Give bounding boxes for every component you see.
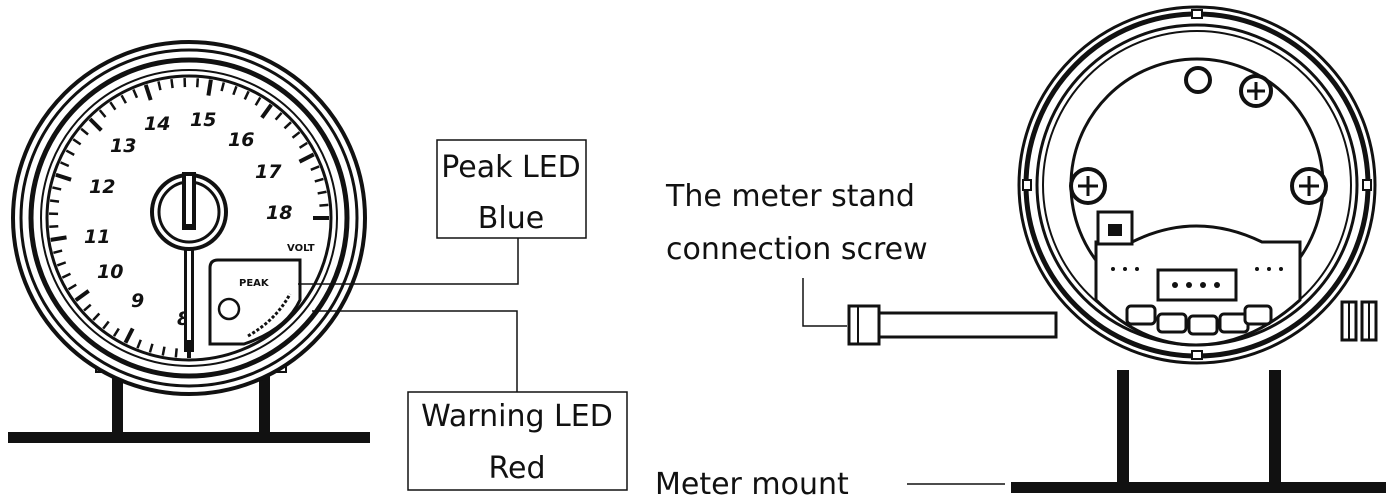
rear-top-fittings [1184,66,1273,108]
dial-tick [88,117,103,132]
dial-number-18: 18 [266,202,292,224]
dial-tick [120,94,127,104]
dial-tick [174,348,178,358]
rear-right-screw [1290,167,1328,205]
dial-tick [49,224,59,229]
gauge-dial-numbers: 8 9 10 11 12 13 14 15 16 17 18 [84,109,292,330]
dial-tick [55,172,72,182]
gauge-rear-view [1011,5,1386,493]
callout-warning-led-line2: Red [489,451,546,486]
callout-meter-mount-label: Meter mount [655,467,849,498]
rear-left-screw [1069,167,1107,205]
dial-tick [232,85,238,96]
callout-meter-mount: Meter mount [655,467,1005,498]
dial-tick [170,78,174,89]
callout-peak-led-leader [298,238,519,285]
dial-number-14: 14 [144,113,170,135]
dial-number-15: 15 [190,109,216,131]
dial-tick [157,81,162,91]
dial-number-16: 16 [228,129,254,151]
dial-tick [274,112,283,121]
callout-peak-led-line2: Blue [478,201,544,236]
dial-tick [50,235,67,242]
dial-tick [98,109,107,118]
dial-tick [298,141,308,149]
gauge-unit-label: VOLT [287,243,315,254]
dial-tick [148,343,154,353]
gauge-led-panel: PEAK [208,258,302,346]
dial-tick [80,127,89,136]
gauge-front-view: 8 9 10 11 12 13 14 15 16 17 18 VOLT PEAK [8,40,370,443]
dial-tick [72,138,82,146]
dial-tick [220,82,226,92]
dial-tick [61,272,71,279]
gauge-dial-ticks [49,78,329,358]
gauge-rear-stand [1011,370,1386,493]
warning-led-indicator [217,297,241,321]
dial-tick [291,131,301,139]
callout-peak-led: Peak LED Blue [298,139,587,285]
dial-number-13: 13 [110,135,136,157]
dial-tick [319,203,329,207]
dial-tick [143,84,153,101]
dial-tick [74,289,90,302]
callout-warning-led-leader [312,310,518,392]
callout-stand-screw-line1: The meter stand [665,179,915,214]
gauge-needle [150,172,228,352]
dial-tick [195,78,200,88]
dial-tick [161,346,166,356]
gauge-peak-label: PEAK [239,278,270,289]
callout-stand-screw-leader [802,278,847,327]
callout-stand-screw-line2: connection screw [666,232,928,267]
dial-number-11: 11 [84,226,110,248]
dial-number-10: 10 [97,261,123,283]
callout-warning-led-line1: Warning LED [421,399,613,434]
callout-stand-screw: The meter stand connection screw [665,179,928,327]
dial-tick [112,327,120,337]
dial-tick [83,303,92,312]
dial-tick [60,161,70,168]
dial-tick [102,320,110,330]
callout-peak-led-line1: Peak LED [441,150,581,185]
dial-tick [109,101,117,111]
dial-tick [123,327,135,344]
dial-tick [136,339,142,349]
dial-tick [56,261,67,267]
rear-side-clip [1340,300,1378,342]
stand-connection-screw [847,304,1058,346]
dial-tick [132,89,139,99]
dial-tick [243,90,250,100]
dial-tick [260,103,273,119]
dial-number-17: 17 [255,161,282,183]
dial-tick [310,165,320,171]
dial-number-12: 12 [89,176,115,198]
dial-tick [49,199,60,203]
dial-number-9: 9 [131,290,144,312]
dial-tick [298,152,315,164]
dial-tick [67,283,77,291]
dial-tick [317,190,327,195]
dial-tick [65,149,75,156]
dial-tick [254,96,262,106]
dial-tick [283,121,292,130]
dial-tick [53,249,63,255]
dial-tick [92,312,101,321]
rear-connector-row [1125,304,1273,336]
dial-tick [52,186,62,191]
dial-tick [314,177,324,183]
dial-tick [206,79,213,96]
callout-warning-led: Warning LED Red [312,310,628,491]
